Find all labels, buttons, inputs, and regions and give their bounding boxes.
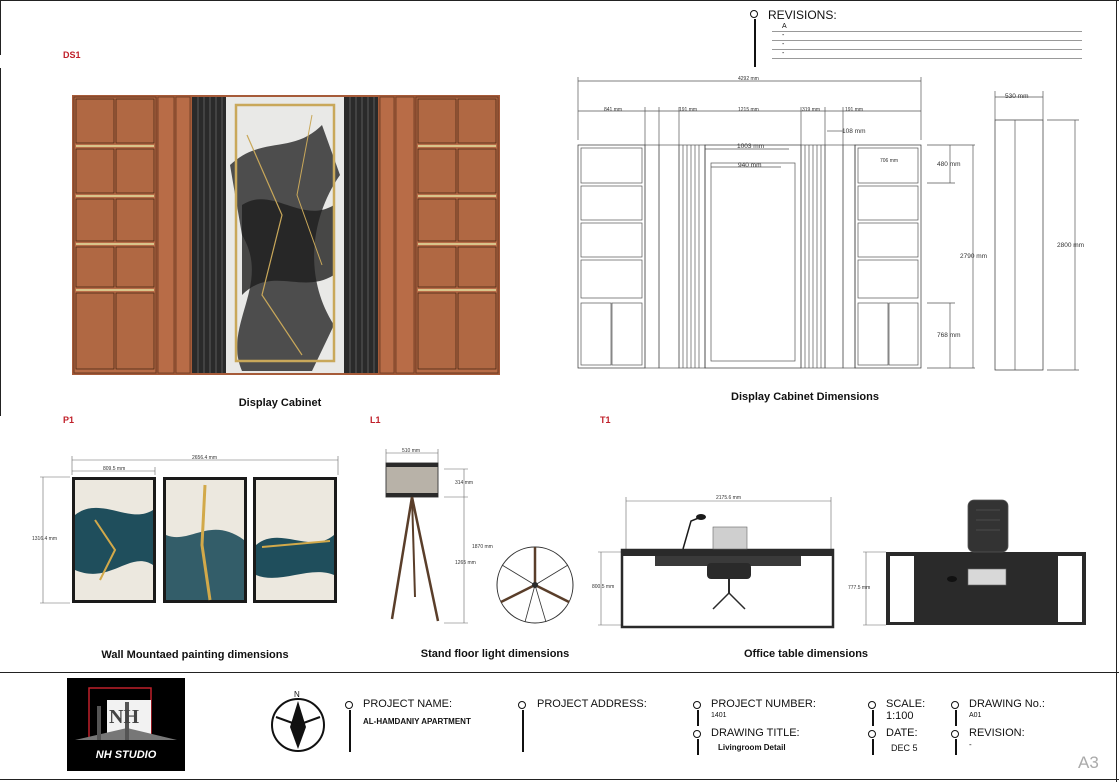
caption-office-table: Office table dimensions — [743, 648, 869, 660]
dim-painting-panel-width: 809.5 mm — [103, 466, 126, 472]
studio-logo: NH NH STUDIO — [67, 678, 185, 771]
studio-logo-mark — [75, 687, 177, 740]
dim-side-height: 2800 mm — [1057, 242, 1085, 249]
revision-label: REVISION: — [969, 727, 1025, 739]
dim-seg-b: 319 mm — [802, 107, 821, 113]
caption-display-cabinet-dimensions: Display Cabinet Dimensions — [731, 391, 879, 403]
display-cabinet-render — [72, 95, 500, 375]
section-tag-ds1: DS1 — [63, 50, 81, 60]
drawing-title-value: Livingroom Detail — [718, 743, 786, 752]
project-address-label: PROJECT ADDRESS: — [537, 698, 647, 710]
dim-panel-inner: 940 mm — [738, 162, 762, 169]
frame-bottom — [0, 779, 1119, 780]
dim-base-height: 768 mm — [937, 332, 961, 339]
dim-lamp-shade-height: 314 mm — [455, 480, 474, 486]
dim-table-height-side: 777.5 mm — [848, 585, 871, 591]
drawing-no-value: A01 — [969, 712, 982, 719]
wall-painting-render — [40, 456, 339, 604]
dim-painting-total-width: 2656.4 mm — [192, 455, 218, 461]
pin-revision — [951, 730, 961, 755]
north-arrow-icon — [271, 698, 325, 752]
floor-light-elevation — [385, 449, 574, 624]
project-name-label: PROJECT NAME: — [363, 698, 453, 710]
pin-project-number — [693, 701, 703, 726]
dim-shelf-height: 480 mm — [937, 161, 961, 168]
dim-lamp-leg-height: 1265 mm — [455, 560, 476, 566]
date-label: DATE: — [886, 727, 918, 739]
section-tag-l1: L1 — [370, 415, 381, 425]
scale-value: 1:100 — [886, 710, 914, 722]
pin-drawing-title — [693, 730, 703, 755]
north-label: N — [294, 690, 300, 699]
dim-lamp-total-height: 1870 mm — [472, 544, 493, 550]
caption-display-cabinet: Display Cabinet — [238, 397, 322, 409]
pin-scale — [868, 701, 878, 726]
dim-shelf-width: 706 mm — [880, 158, 899, 164]
caption-wall-painting: Wall Mountaed painting dimensions — [101, 649, 289, 661]
office-table-front-elevation — [598, 497, 835, 629]
dim-lamp-shade-width: 510 mm — [402, 448, 421, 454]
pin-project-name — [345, 701, 355, 752]
project-number-label: PROJECT NUMBER: — [711, 698, 816, 710]
dim-overall-width: 4292 mm — [738, 76, 759, 82]
drawing-title-label: DRAWING TITLE: — [711, 727, 800, 739]
revisions-pin — [750, 10, 760, 67]
caption-floor-light: Stand floor light dimensions — [420, 648, 570, 660]
dim-offset: 108 mm — [842, 128, 866, 135]
studio-logo-text: NH STUDIO — [95, 749, 157, 761]
revisions-title: REVISIONS: — [768, 8, 837, 22]
dim-table-height-front: 800.5 mm — [592, 584, 615, 590]
revision-row: - — [772, 32, 1082, 41]
dim-seg-a: 191 mm — [679, 107, 698, 113]
dim-total-height: 2790 mm — [960, 253, 988, 260]
project-name-value: AL-HAMDANIY APARTMENT — [363, 717, 471, 726]
dim-painting-height: 1316.4 mm — [32, 536, 58, 542]
display-cabinet-elevation — [577, 77, 1079, 371]
studio-logo-mark-text: NH — [109, 706, 139, 728]
drawing-no-label: DRAWING No.: — [969, 698, 1045, 710]
frame-left-lower — [0, 68, 1, 416]
pin-drawing-no — [951, 701, 961, 726]
dim-seg-c: 191 mm — [845, 107, 864, 113]
section-tag-p1: P1 — [63, 415, 75, 425]
revision-row: A — [772, 23, 1082, 32]
revision-value: - — [969, 740, 972, 749]
revision-row: - — [772, 41, 1082, 50]
section-tag-t1: T1 — [600, 415, 611, 425]
frame-right — [1116, 0, 1117, 782]
dim-seg-left: 841 mm — [604, 107, 623, 113]
revision-row: - — [772, 50, 1082, 59]
dim-side-depth: 530 mm — [1005, 93, 1029, 100]
title-block-divider — [0, 672, 1119, 673]
project-number-value: 1401 — [711, 712, 727, 719]
dim-panel-outer: 1003 mm — [737, 143, 765, 150]
office-table-side-elevation — [863, 499, 1086, 626]
pin-project-address — [518, 701, 528, 752]
scale-label: SCALE: — [886, 698, 926, 710]
frame-left-upper — [0, 0, 1, 55]
sheet-size-mark: A3 — [1078, 753, 1099, 772]
frame-top — [0, 0, 1119, 1]
dim-table-width: 2175.6 mm — [716, 495, 742, 501]
date-value: DEC 5 — [891, 743, 918, 753]
dim-seg-center: 1215 mm — [738, 107, 759, 113]
pin-date — [868, 730, 878, 755]
